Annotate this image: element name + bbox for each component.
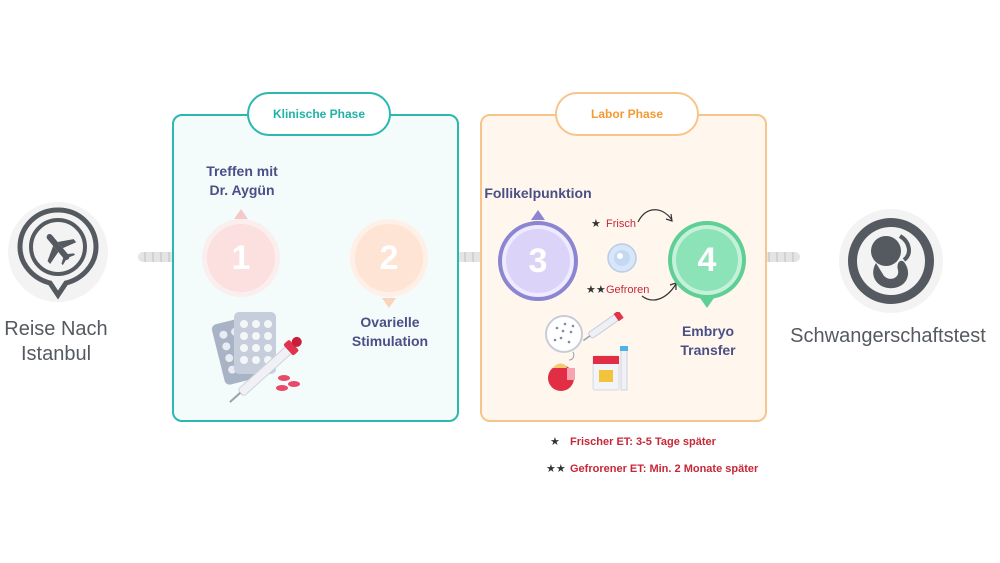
step-4-circle: 4 — [668, 221, 746, 299]
branch-frozen-label: Gefroren — [606, 284, 650, 296]
step-1-pointer — [234, 209, 248, 219]
step-2-label: Ovarielle Stimulation — [351, 314, 429, 349]
end-label: Schwangerschaftstest — [790, 325, 986, 347]
step-4-pointer — [700, 298, 714, 308]
arrow-frozen-icon — [640, 280, 680, 302]
step-3-pointer — [531, 210, 545, 220]
star-double-icon: ★★ — [586, 284, 606, 296]
step-3-label: Follikelpunktion — [484, 185, 592, 201]
lab-equipment-icon — [543, 310, 633, 392]
arrow-fresh-icon — [636, 204, 676, 226]
star-single-icon: ★ — [591, 218, 601, 230]
start-label: Reise Nach Istanbul — [4, 318, 108, 365]
note-frozen: Gefrorener ET: Min. 2 Monate später — [570, 463, 759, 475]
clinical-phase-title: Klinische Phase — [247, 92, 391, 136]
step-2-pointer — [382, 298, 396, 308]
branch-fresh-label: Frisch — [606, 218, 636, 230]
step-3-circle: 3 — [498, 221, 578, 301]
egg-cell-icon — [607, 243, 637, 273]
step-1-circle: 1 — [202, 219, 280, 297]
note-star-double-icon: ★★ — [546, 463, 566, 475]
lab-phase-title: Labor Phase — [555, 92, 699, 136]
note-fresh: Frischer ET: 3-5 Tage später — [570, 436, 716, 448]
airplane-pin-icon — [8, 200, 108, 306]
step-1-label: Treffen mit Dr. Aygün — [206, 163, 278, 198]
fetus-icon — [838, 208, 944, 314]
timeline-line — [138, 252, 800, 262]
pills-and-syringe-icon — [210, 306, 320, 406]
step-2-circle: 2 — [350, 219, 428, 297]
step-4-label: Embryo Transfer — [680, 323, 736, 358]
note-star-single-icon: ★ — [550, 436, 560, 448]
